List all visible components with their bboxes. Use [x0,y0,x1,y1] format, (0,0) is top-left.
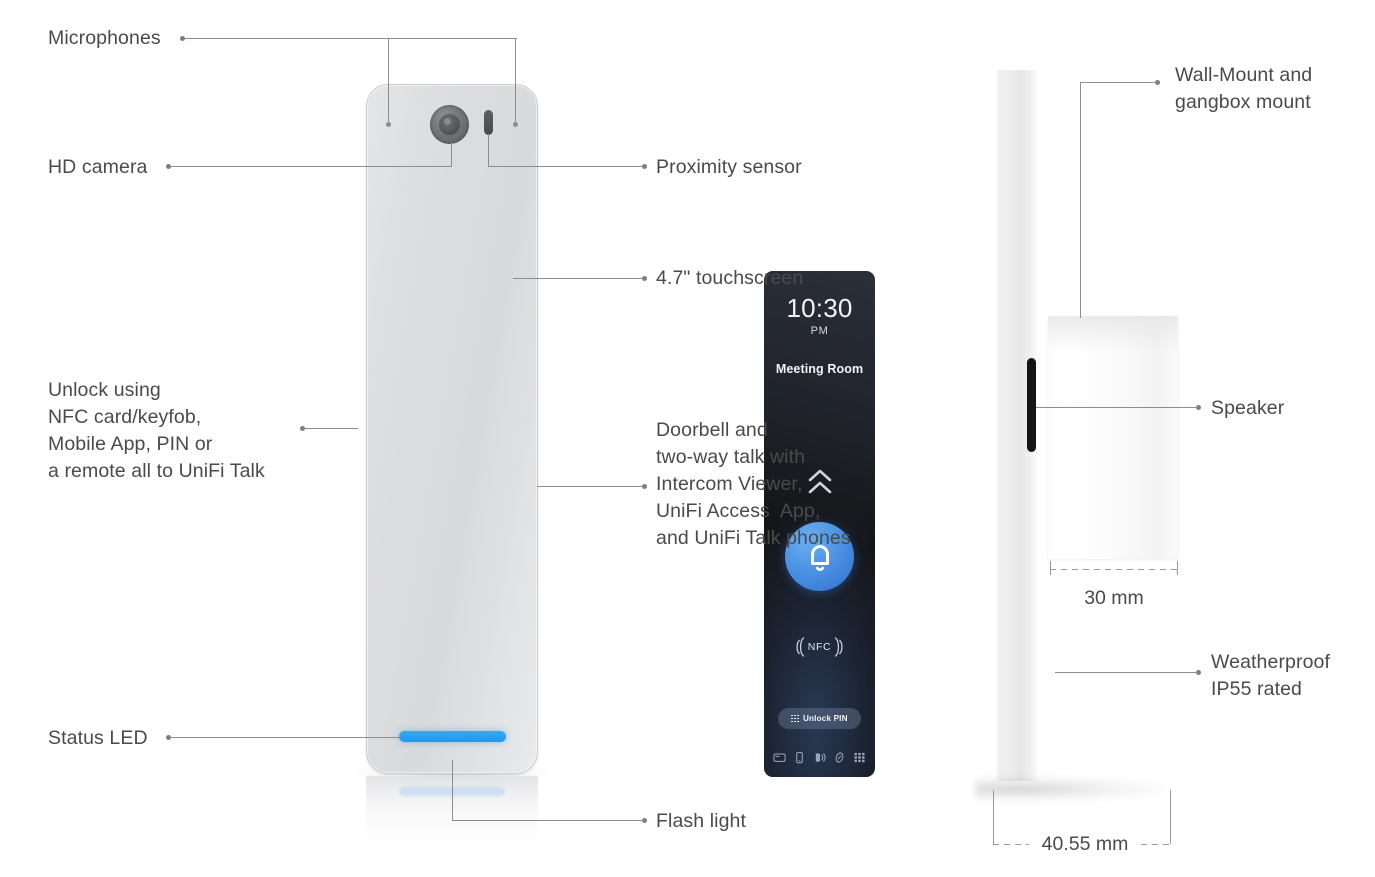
wall-mount-block [1048,316,1178,559]
front-device-body: 10:30 PM Meeting Room [366,84,875,777]
callout-touchscreen: 4.7" touchscreen [656,267,804,289]
pin-keypad-grid-icon[interactable] [853,751,866,764]
leader-dot-proximity [642,164,647,169]
leader-dot-wall-mount [1155,80,1160,85]
leader-line-proximity-v [488,134,489,166]
leader-line-wall-mount-v [1080,82,1081,318]
nfc-tap-icon[interactable] [813,751,826,764]
callout-speaker: Speaker [1211,397,1285,419]
leader-line-flash-light-h [452,820,644,821]
screen-clock-time: 10:30 [786,293,853,323]
leader-line-microphones-v-left [388,38,389,124]
leader-dot-weatherproof [1196,670,1201,675]
leader-line-microphones-v-right [515,38,516,124]
callout-status-led: Status LED [48,727,148,749]
nfc-wave-left-icon [796,637,804,657]
callout-doorbell: Doorbell and two-way talk with Intercom … [656,419,851,549]
leader-line-doorbell [537,486,644,487]
dimension-30mm-tick-left [1050,561,1051,575]
pin-keypad-icon [791,714,799,723]
callout-proximity-sensor: Proximity sensor [656,156,802,178]
microphone-right [513,122,518,127]
leader-line-hd-camera-v [451,142,452,166]
leader-dot-flash-light [642,818,647,823]
microphone-left [386,122,391,127]
leader-line-hd-camera-h [170,166,452,167]
side-view-device-body [997,70,1029,781]
hd-camera-lens [439,114,460,135]
keyfob-icon[interactable] [833,751,846,764]
dimension-30mm-label: 30 mm [1084,587,1144,609]
leader-line-speaker [1036,407,1198,408]
card-icon[interactable] [773,751,786,764]
dimension-30mm-tick-right [1177,561,1178,575]
proximity-sensor [484,110,493,135]
callout-flash-light: Flash light [656,810,746,832]
nfc-indicator: NFC [764,636,875,658]
screen-room-name: Meeting Room [775,362,864,376]
unlock-pin-label: Unlock PIN [802,714,848,723]
unlock-pin-button[interactable]: Unlock PIN [778,708,861,729]
leader-line-flash-light-v [452,760,453,820]
leader-dot-touchscreen [642,276,647,281]
double-chevron-up-icon[interactable] [764,467,875,502]
leader-line-microphones-h [184,38,517,39]
dimension-4055mm-dash-left [993,844,1029,845]
nfc-wave-right-icon [835,637,843,657]
leader-line-proximity-h [488,166,644,167]
dimension-4055mm-label: 40.55 mm [1041,833,1129,855]
leader-dot-status-led [166,735,171,740]
callout-wall-mount: Wall-Mount and gangbox mount [1175,64,1313,113]
wall-mount-top-shading [1048,316,1178,352]
leader-line-status-led [170,737,402,738]
dimension-4055mm-tick-right [1170,790,1171,844]
callout-hd-camera: HD camera [48,156,148,178]
leader-line-weatherproof [1055,672,1198,673]
speaker-slot [1027,358,1036,452]
side-view-shadow [975,776,1165,802]
status-led [399,731,506,742]
hd-camera-glint [444,118,451,125]
leader-line-wall-mount-h [1080,82,1157,83]
leader-dot-hd-camera [166,164,171,169]
leader-line-touchscreen [513,278,644,279]
leader-dot-doorbell [642,484,647,489]
nfc-label: NFC [807,641,832,653]
leader-line-unlock [304,428,358,429]
dimension-4055mm-dash-right [1141,844,1171,845]
screen-clock-ampm: PM [810,325,829,337]
dimension-4055mm-tick-left [993,790,994,844]
leader-dot-microphones [180,36,185,41]
bell-icon [810,544,829,571]
hd-camera [430,105,469,144]
callout-unlock-methods: Unlock using NFC card/keyfob, Mobile App… [48,379,265,482]
mobile-phone-icon[interactable] [793,751,806,764]
doorbell-button[interactable] [785,522,854,591]
leader-dot-unlock [300,426,305,431]
leader-dot-speaker [1196,405,1201,410]
callout-weatherproof: Weatherproof IP55 rated [1211,651,1330,700]
callout-microphones: Microphones [48,27,161,49]
unlock-method-icon-row [764,751,875,764]
dimension-30mm-line [1050,569,1178,570]
